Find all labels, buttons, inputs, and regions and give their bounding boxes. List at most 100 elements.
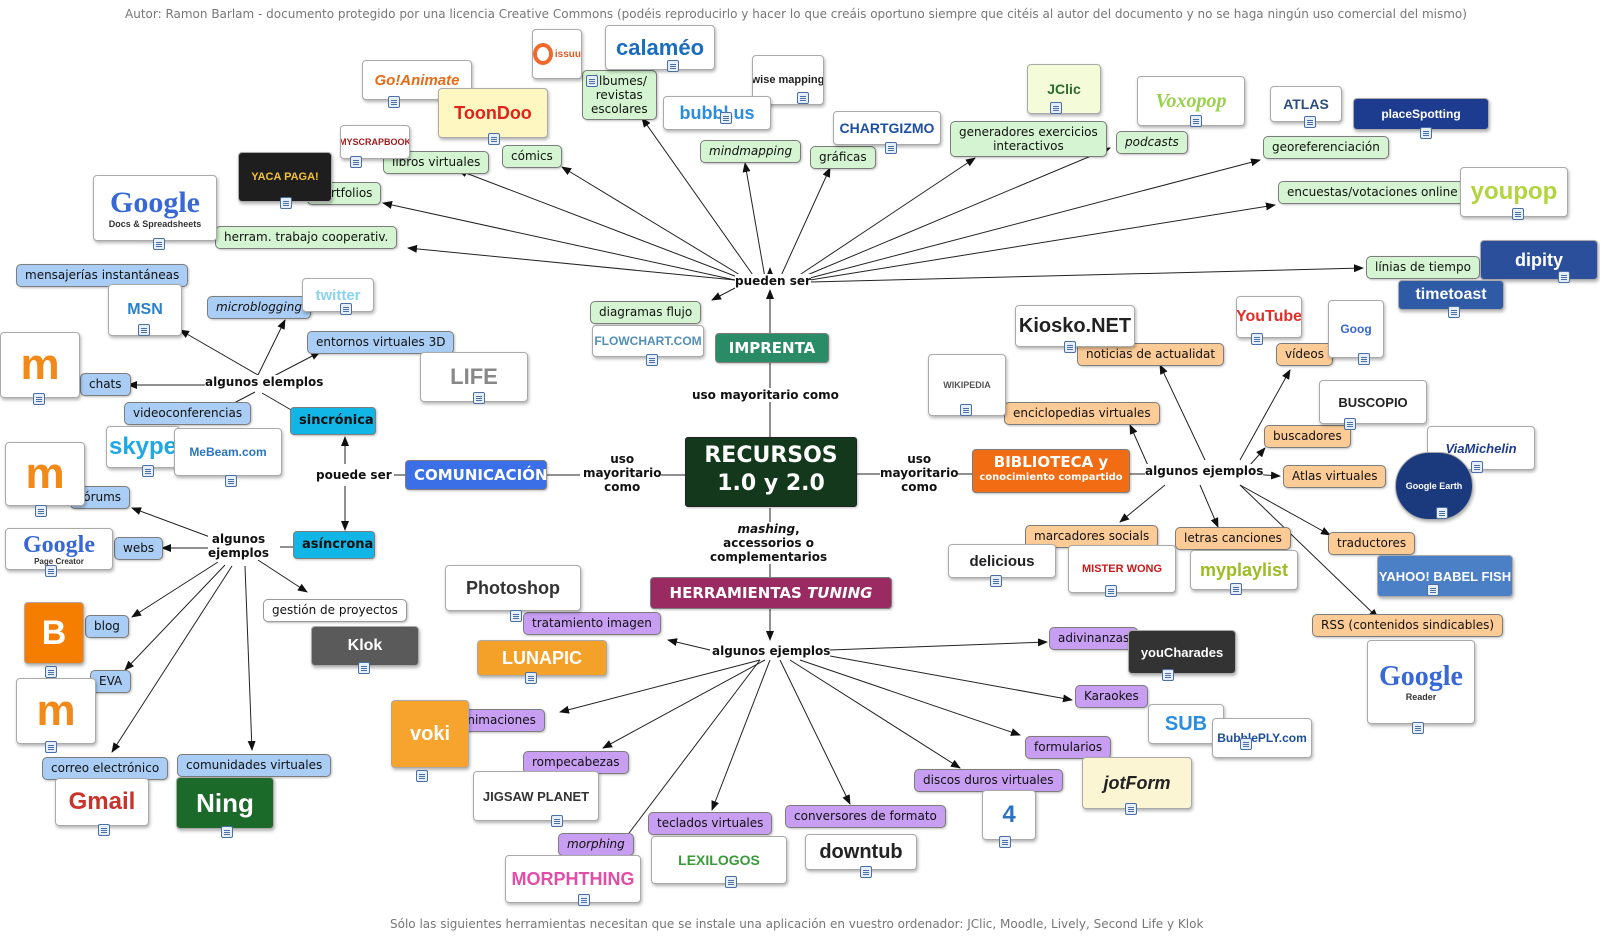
logo-twitter[interactable]: twitter [302, 278, 374, 312]
document-icon[interactable] [1412, 722, 1424, 734]
document-icon[interactable] [885, 142, 897, 154]
hub-imprenta[interactable]: IMPRENTA [715, 333, 829, 363]
document-icon[interactable] [1240, 738, 1252, 750]
node-encuestas[interactable]: encuestas/votaciones online [1278, 181, 1467, 204]
logo-youcharades[interactable]: youCharades [1128, 630, 1236, 674]
document-icon[interactable] [153, 238, 165, 250]
document-icon[interactable] [45, 565, 57, 577]
node-buscadores[interactable]: buscadores [1264, 425, 1351, 448]
node-generadores[interactable]: generadores exercicios interactivos [950, 121, 1107, 157]
document-icon[interactable] [1190, 115, 1202, 127]
logo-google-video[interactable]: Goog [1328, 300, 1384, 358]
logo-lexilogos[interactable]: LEXILOGOS [651, 836, 787, 884]
node-linias-tiempo[interactable]: línias de tiempo [1366, 256, 1480, 279]
logo-klok[interactable]: Klok [311, 626, 419, 666]
node-atlas[interactable]: Atlas virtuales [1283, 465, 1387, 488]
logo-dipity[interactable]: dipity [1480, 240, 1598, 280]
logo-youtube[interactable]: YouTube [1236, 296, 1302, 338]
document-icon[interactable] [1358, 353, 1370, 365]
document-icon[interactable] [720, 112, 732, 124]
logo-calameo[interactable]: calaméo [605, 25, 715, 70]
document-icon[interactable] [586, 75, 598, 87]
node-letras[interactable]: letras canciones [1175, 527, 1291, 550]
node-mensajerias[interactable]: mensajerías instantáneas [16, 264, 189, 287]
node-karaokes[interactable]: Karaokes [1075, 685, 1148, 708]
hub-asincrona[interactable]: asíncrona [293, 531, 375, 559]
logo-jigsaw-planet[interactable]: JIGSAW PLANET [473, 771, 599, 821]
document-icon[interactable] [35, 505, 47, 517]
logo-ning[interactable]: Ning [176, 777, 274, 829]
node-mindmapping[interactable]: mindmapping [700, 140, 802, 163]
node-rompecabezas[interactable]: rompecabezas [523, 751, 629, 774]
document-icon[interactable] [667, 60, 679, 72]
logo-yacapaga[interactable]: YACA PAGA! [238, 152, 332, 202]
node-formularios[interactable]: formularios [1025, 736, 1112, 759]
document-icon[interactable] [33, 393, 45, 405]
node-comics[interactable]: cómics [502, 145, 562, 168]
document-icon[interactable] [551, 815, 563, 827]
node-teclados[interactable]: teclados virtuales [648, 812, 773, 835]
document-icon[interactable] [1105, 585, 1117, 597]
document-icon[interactable] [960, 404, 972, 416]
document-icon[interactable] [510, 610, 522, 622]
document-icon[interactable] [388, 96, 400, 108]
document-icon[interactable] [1420, 127, 1432, 139]
node-noticias[interactable]: noticias de actualidat [1077, 343, 1225, 366]
node-diagramas-flujo[interactable]: diagramas flujo [590, 301, 702, 324]
logo-flowchart[interactable]: FLOWCHART.COM [592, 325, 704, 357]
document-icon[interactable] [1436, 507, 1448, 519]
document-icon[interactable] [142, 465, 154, 477]
central-node[interactable]: RECURSOS 1.0 y 2.0 [685, 437, 857, 507]
document-icon[interactable] [1230, 583, 1242, 595]
logo-jclic[interactable]: JClic [1027, 64, 1101, 114]
logo-lunapic[interactable]: LUNAPIC [477, 640, 607, 676]
node-discos-duros[interactable]: discos duros virtuales [914, 769, 1063, 792]
document-icon[interactable] [578, 894, 590, 906]
logo-gmail[interactable]: Gmail [55, 778, 149, 826]
document-icon[interactable] [280, 197, 292, 209]
logo-buscopio[interactable]: BUSCOPIO [1319, 380, 1427, 424]
logo-yoopop[interactable]: youpop [1460, 167, 1568, 217]
document-icon[interactable] [1558, 271, 1570, 283]
document-icon[interactable] [221, 826, 233, 838]
logo-myscrapbook[interactable]: MYSCRAPBOOK [340, 125, 410, 159]
node-enciclopedias[interactable]: enciclopedias virtuales [1004, 402, 1160, 425]
document-icon[interactable] [138, 324, 150, 336]
node-morphing[interactable]: morphing [558, 833, 634, 856]
logo-dotsub[interactable]: SUB [1148, 704, 1224, 744]
node-correo[interactable]: correo electrónico [42, 757, 169, 780]
document-icon[interactable] [358, 662, 370, 674]
node-chats[interactable]: chats [80, 373, 131, 396]
hub-herramientas-tuning[interactable]: HERRAMIENTAS TUNING [650, 577, 892, 609]
logo-moodle-3[interactable]: m [16, 678, 96, 744]
logo-skype[interactable]: skype [106, 426, 180, 468]
hub-biblioteca[interactable]: BIBLIOTECA y conocimiento compartido [972, 449, 1130, 493]
document-icon[interactable] [340, 303, 352, 315]
logo-chartgizmo[interactable]: CHARTGIZMO [833, 111, 941, 145]
logo-mebeam[interactable]: MeBeam.com [174, 428, 282, 476]
document-icon[interactable] [416, 770, 428, 782]
node-rss[interactable]: RSS (contenidos sindicables) [1312, 614, 1504, 637]
document-icon[interactable] [45, 666, 57, 678]
document-icon[interactable] [350, 156, 362, 168]
node-graficas[interactable]: gráficas [810, 146, 876, 169]
logo-moodle-1[interactable]: m [0, 332, 80, 398]
document-icon[interactable] [1251, 333, 1263, 345]
document-icon[interactable] [1125, 803, 1137, 815]
logo-morphthing[interactable]: MORPHTHING [505, 855, 641, 903]
logo-google-docs[interactable]: Google Docs & Spreadsheets [93, 175, 217, 241]
logo-blogger[interactable]: B [24, 602, 84, 664]
logo-moodle-2[interactable]: m [5, 442, 85, 506]
document-icon[interactable] [1471, 461, 1483, 473]
logo-4shared[interactable]: 4 [982, 790, 1036, 840]
node-albumes[interactable]: álbumes/ revistas escolares [582, 70, 657, 120]
node-podcasts[interactable]: podcasts [1116, 131, 1188, 154]
node-blog[interactable]: blog [85, 615, 129, 638]
node-eva[interactable]: EVA [90, 670, 132, 693]
logo-voki[interactable]: voki [391, 700, 469, 768]
document-icon[interactable] [990, 575, 1002, 587]
document-icon[interactable] [473, 392, 485, 404]
document-icon[interactable] [1162, 669, 1174, 681]
logo-bubblus[interactable]: bubbl.us [663, 96, 771, 130]
logo-misterwong[interactable]: MISTER WONG [1068, 545, 1176, 593]
